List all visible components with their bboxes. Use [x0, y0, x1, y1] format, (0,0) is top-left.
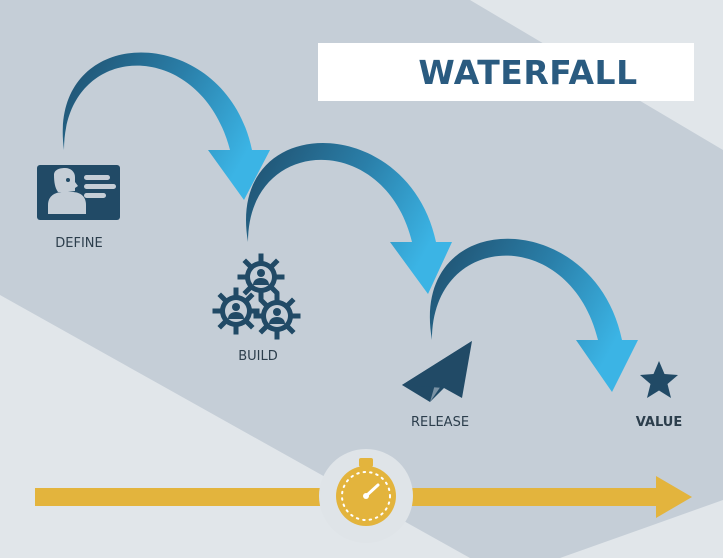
- stopwatch-icon: [319, 449, 413, 543]
- page-title: WATERFALL: [418, 53, 637, 92]
- team-gears-icon: [212, 253, 301, 340]
- step-label-build: BUILD: [238, 349, 278, 364]
- step-label-value: VALUE: [636, 415, 683, 430]
- id-card-icon: [37, 165, 120, 220]
- step-label-release: RELEASE: [411, 415, 469, 430]
- flow-arrow-release-to-value: [429, 238, 638, 392]
- star-icon: [640, 361, 678, 398]
- paper-plane-icon: [402, 341, 472, 402]
- flow-arrow-define-to-build: [62, 52, 270, 200]
- flow-arrow-build-to-release: [246, 143, 452, 294]
- title-bar: WATERFALL: [318, 43, 694, 101]
- step-label-define: DEFINE: [55, 236, 102, 251]
